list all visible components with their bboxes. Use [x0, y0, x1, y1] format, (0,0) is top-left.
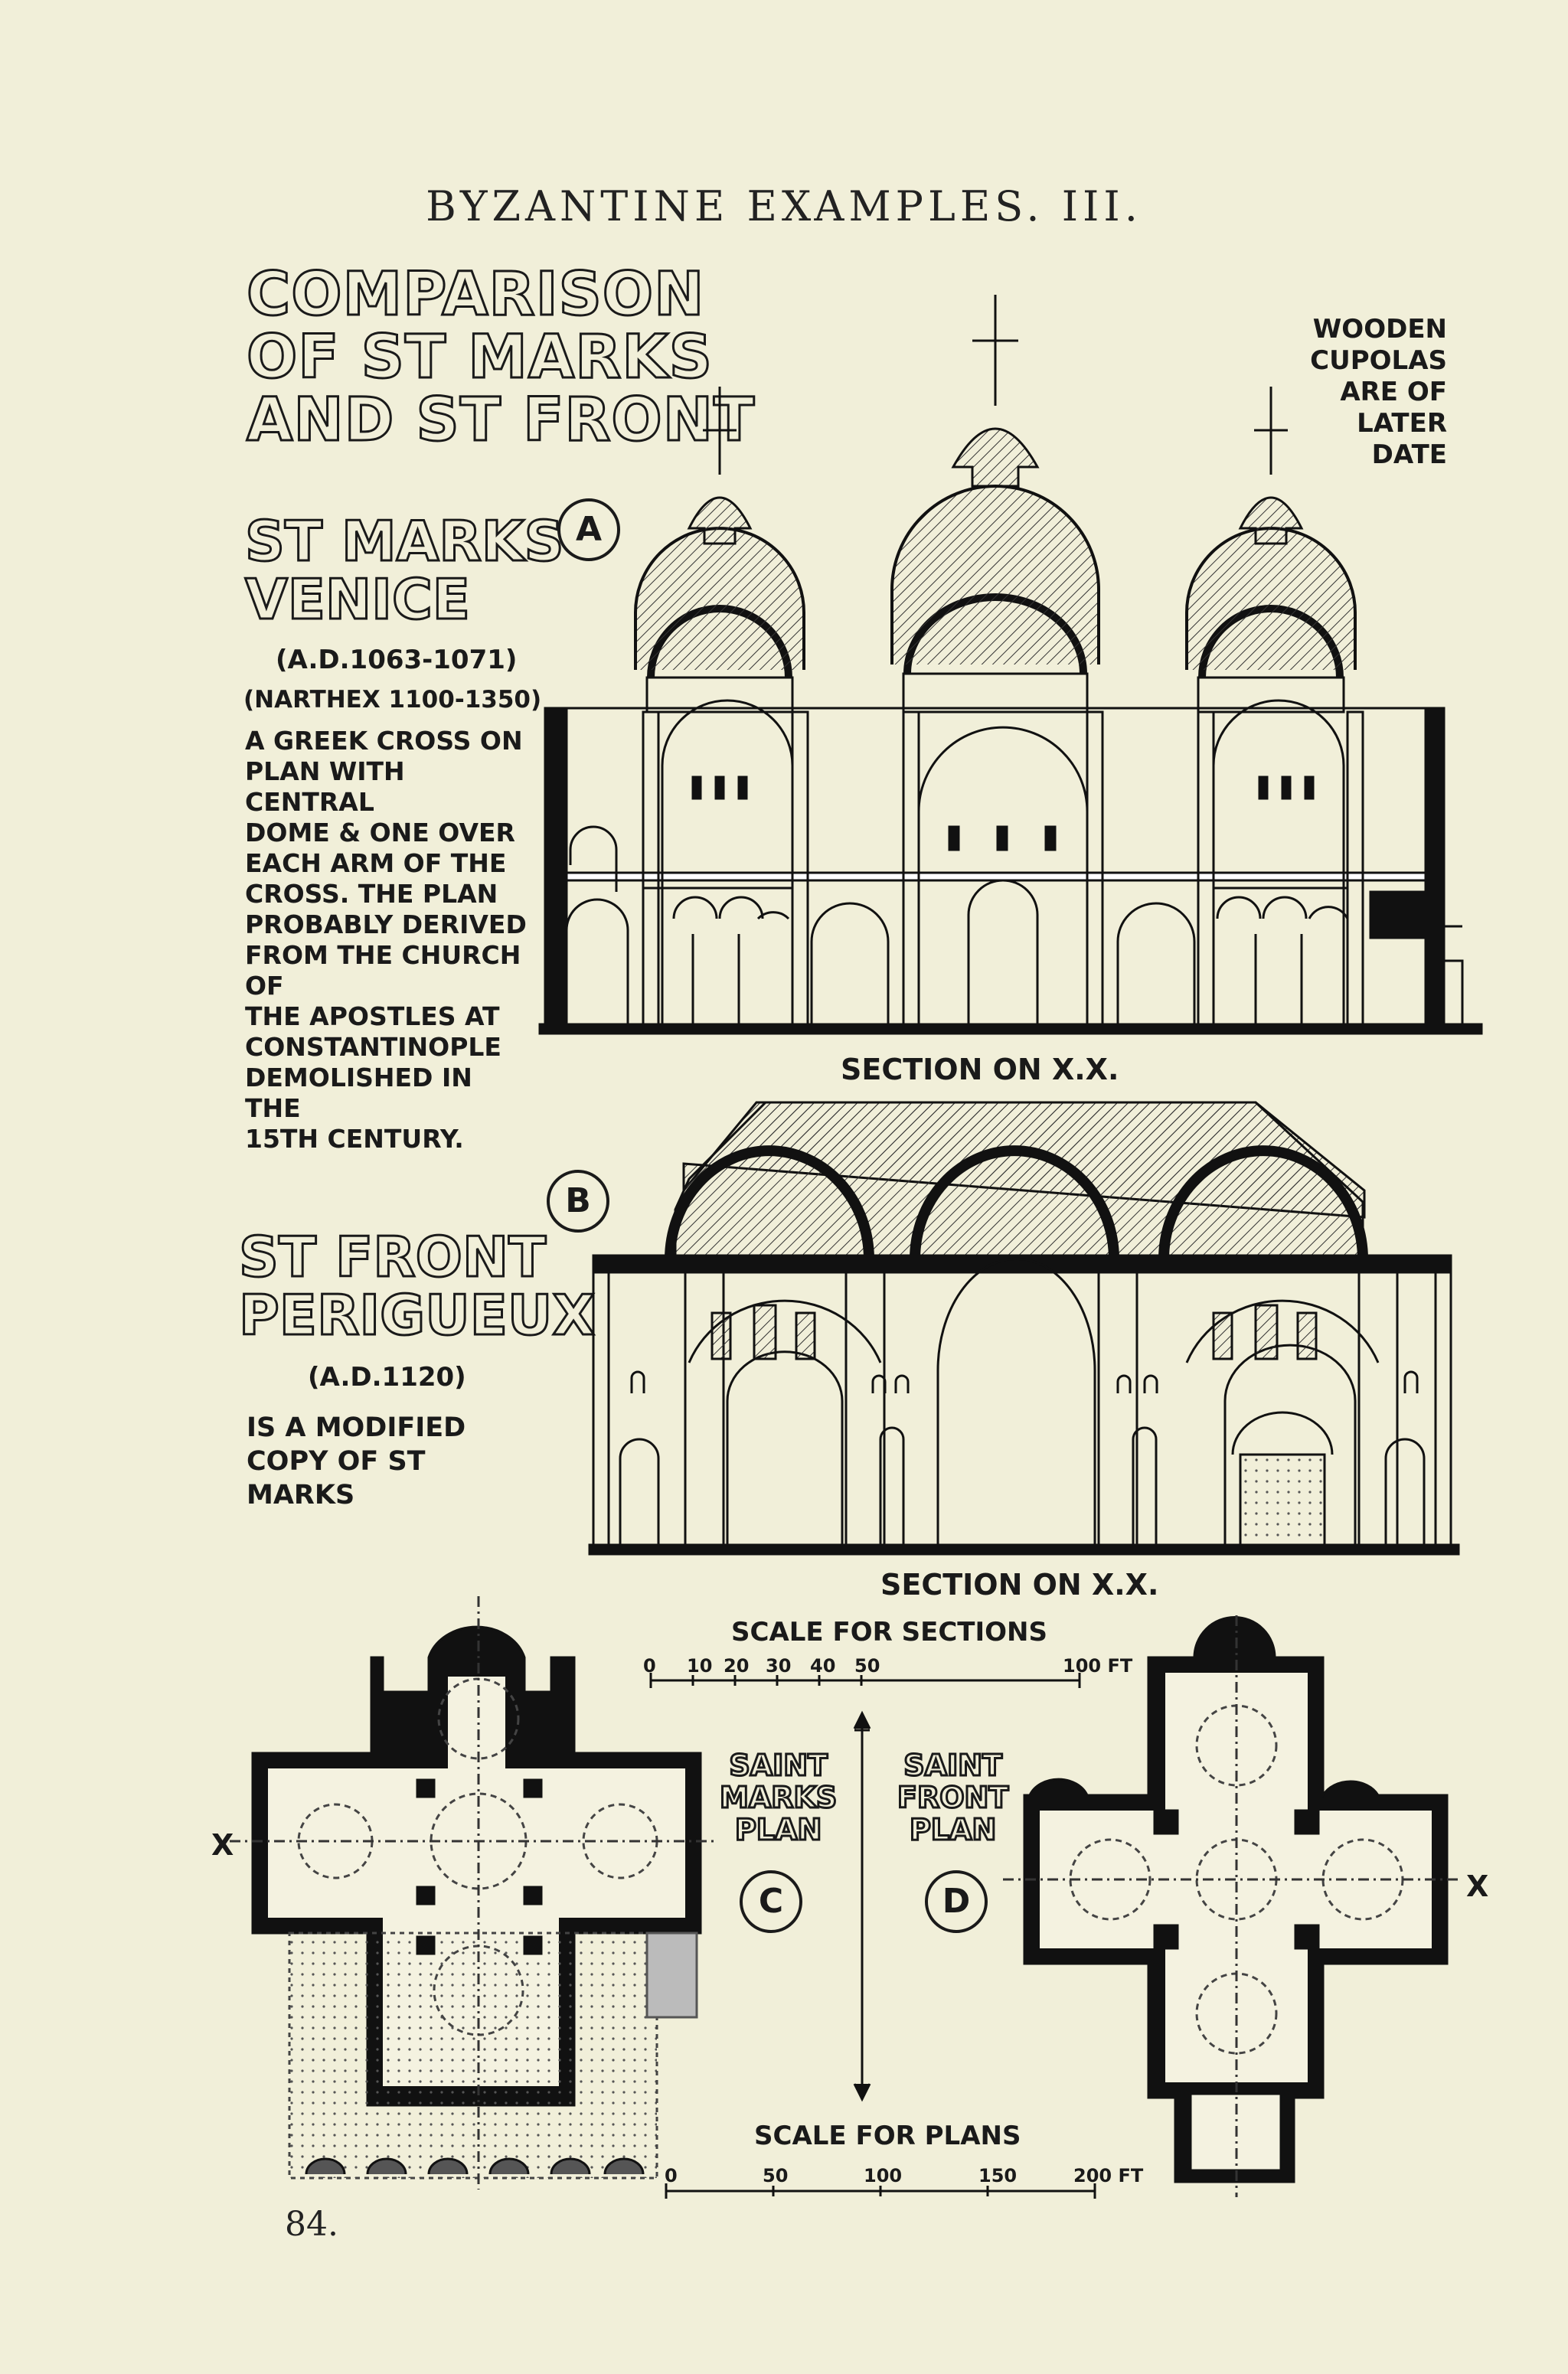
x-marker-right: X — [1466, 1869, 1489, 1903]
scale-plans-tick: 50 — [763, 2165, 789, 2186]
saint-marks-plan-label: SAINT MARKS PLAN — [718, 1749, 838, 1847]
st-marks-description: A GREEK CROSS ON PLAN WITH CENTRAL DOME … — [245, 726, 528, 1154]
section-b-caption: SECTION ON X.X. — [880, 1568, 1159, 1602]
note-line: WOODEN — [1312, 314, 1447, 345]
note-line: ARE OF — [1340, 377, 1447, 407]
st-front-section-drawing — [588, 1101, 1460, 1556]
st-marks-plan-drawing — [230, 1596, 716, 2190]
desc-line: 15TH CENTURY. — [245, 1124, 464, 1154]
st-marks-name-line1: ST MARKS — [244, 509, 565, 573]
st-front-description: IS A MODIFIED COPY OF ST MARKS — [247, 1411, 530, 1512]
label-d: D — [925, 1870, 988, 1933]
st-front-date: (A.D.1120) — [308, 1362, 466, 1393]
label-b: B — [547, 1170, 609, 1233]
scale-sections-tick: 10 — [687, 1655, 713, 1677]
st-marks-section-drawing — [538, 295, 1483, 1035]
note-line: CUPOLAS — [1310, 345, 1447, 376]
plan-label-line: PLAN — [734, 1813, 823, 1847]
title-line-3: AND ST FRONT — [245, 385, 756, 455]
scale-sections-tick: 40 — [810, 1655, 836, 1677]
desc-line: PROBABLY DERIVED — [245, 909, 527, 939]
scale-sections-tick: 20 — [724, 1655, 750, 1677]
st-marks-date: (A.D.1063-1071) — [276, 645, 518, 675]
label-c: C — [740, 1870, 802, 1933]
plan-label-line: MARKS — [718, 1781, 838, 1815]
scale-sections-tick: 50 — [854, 1655, 880, 1677]
desc-line: PLAN WITH CENTRAL — [245, 756, 405, 817]
desc-line: FROM THE CHURCH OF — [245, 940, 521, 1001]
scale-sections-tick: 100 FT — [1063, 1655, 1133, 1677]
scale-plans-tick: 0 — [665, 2165, 678, 2186]
scale-sections-tick: 0 — [643, 1655, 656, 1677]
st-marks-narthex: (NARTHEX 1100-1350) — [243, 686, 542, 714]
desc-line: EACH ARM OF THE — [245, 848, 507, 878]
saint-front-plan-label: SAINT FRONT PLAN — [896, 1749, 1009, 1847]
desc-line: IS A MODIFIED — [247, 1412, 466, 1443]
scale-plans-tick: 200 FT — [1073, 2165, 1144, 2186]
scale-plans-caption: SCALE FOR PLANS — [754, 2121, 1021, 2151]
plan-label-line: FRONT — [896, 1781, 1009, 1815]
desc-line: DEMOLISHED IN THE — [245, 1063, 472, 1123]
scale-sections-tick: 30 — [766, 1655, 792, 1677]
st-marks-name: ST MARKS VENICE — [244, 509, 565, 632]
desc-line: CONSTANTINOPLE — [245, 1032, 501, 1062]
plan-label-line: SAINT — [903, 1749, 1004, 1783]
comparison-title: COMPARISON OF ST MARKS AND ST FRONT — [245, 260, 756, 455]
x-marker-left: X — [211, 1828, 234, 1862]
scale-sections-caption: SCALE FOR SECTIONS — [731, 1617, 1047, 1647]
plan-label-line: PLAN — [908, 1813, 997, 1847]
note-line: DATE — [1371, 439, 1447, 470]
title-line-1: COMPARISON — [245, 260, 705, 329]
scale-bars — [649, 1673, 1096, 2199]
desc-line: A GREEK CROSS ON — [245, 726, 523, 756]
cupola-note: WOODEN CUPOLAS ARE OF LATER DATE — [1294, 314, 1447, 471]
section-a-caption: SECTION ON X.X. — [841, 1053, 1119, 1086]
st-marks-name-line2: VENICE — [244, 567, 472, 632]
label-a: A — [557, 498, 620, 561]
desc-line: COPY OF ST MARKS — [247, 1446, 426, 1510]
desc-line: DOME & ONE OVER — [245, 818, 515, 847]
page-number: 84. — [285, 2205, 338, 2244]
st-front-name-line1: ST FRONT — [238, 1225, 547, 1289]
running-title: BYZANTINE EXAMPLES. III. — [426, 182, 1142, 230]
scale-plans-tick: 150 — [978, 2165, 1018, 2186]
st-front-name: ST FRONT PERIGUEUX — [238, 1225, 596, 1347]
note-line: LATER — [1357, 408, 1447, 439]
plan-label-line: SAINT — [728, 1749, 829, 1783]
st-front-plan-drawing — [1003, 1615, 1462, 2197]
scale-plans-tick: 100 — [864, 2165, 903, 2186]
title-line-2: OF ST MARKS — [245, 322, 713, 392]
desc-line: CROSS. THE PLAN — [245, 879, 498, 909]
st-front-name-line2: PERIGUEUX — [238, 1282, 596, 1347]
desc-line: THE APOSTLES AT — [245, 1001, 500, 1031]
